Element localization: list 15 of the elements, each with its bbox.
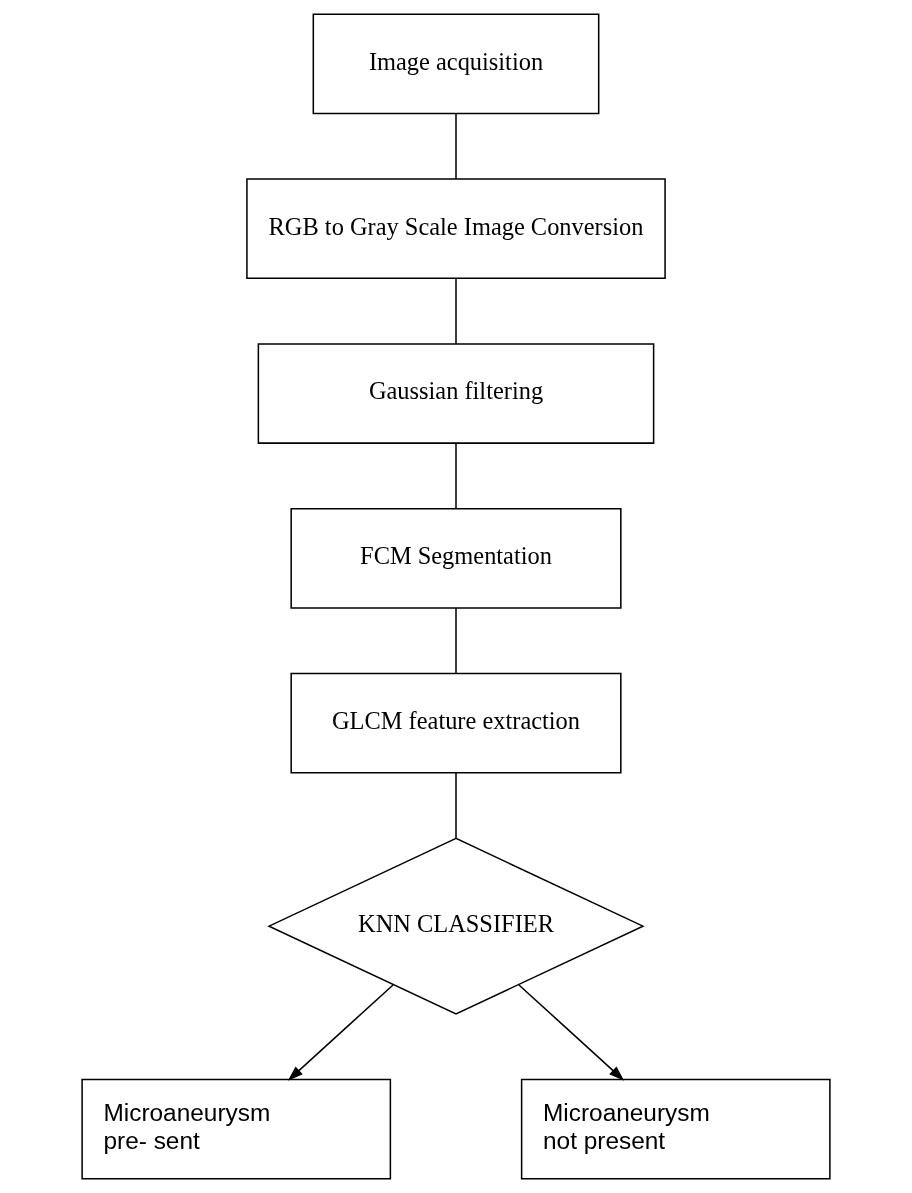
arrow [287,984,394,1081]
arrow [518,984,625,1081]
node-box: RGB to Gray Scale Image Conversion [246,178,666,280]
connector [455,442,457,510]
node-box: Gaussian filtering [257,343,655,444]
connector [455,607,457,675]
node-box: FCM Segmentation [290,508,622,609]
node-diamond: KNN CLASSIFIER [267,837,645,1015]
node-box: Image acquisition [312,13,600,115]
connector [455,277,457,345]
connector [455,772,457,839]
node-box: Microaneurysm pre- sent [81,1078,392,1180]
node-box: GLCM feature extraction [290,672,622,774]
connector [455,112,457,180]
node-box: Microaneurysm not present [520,1078,831,1180]
